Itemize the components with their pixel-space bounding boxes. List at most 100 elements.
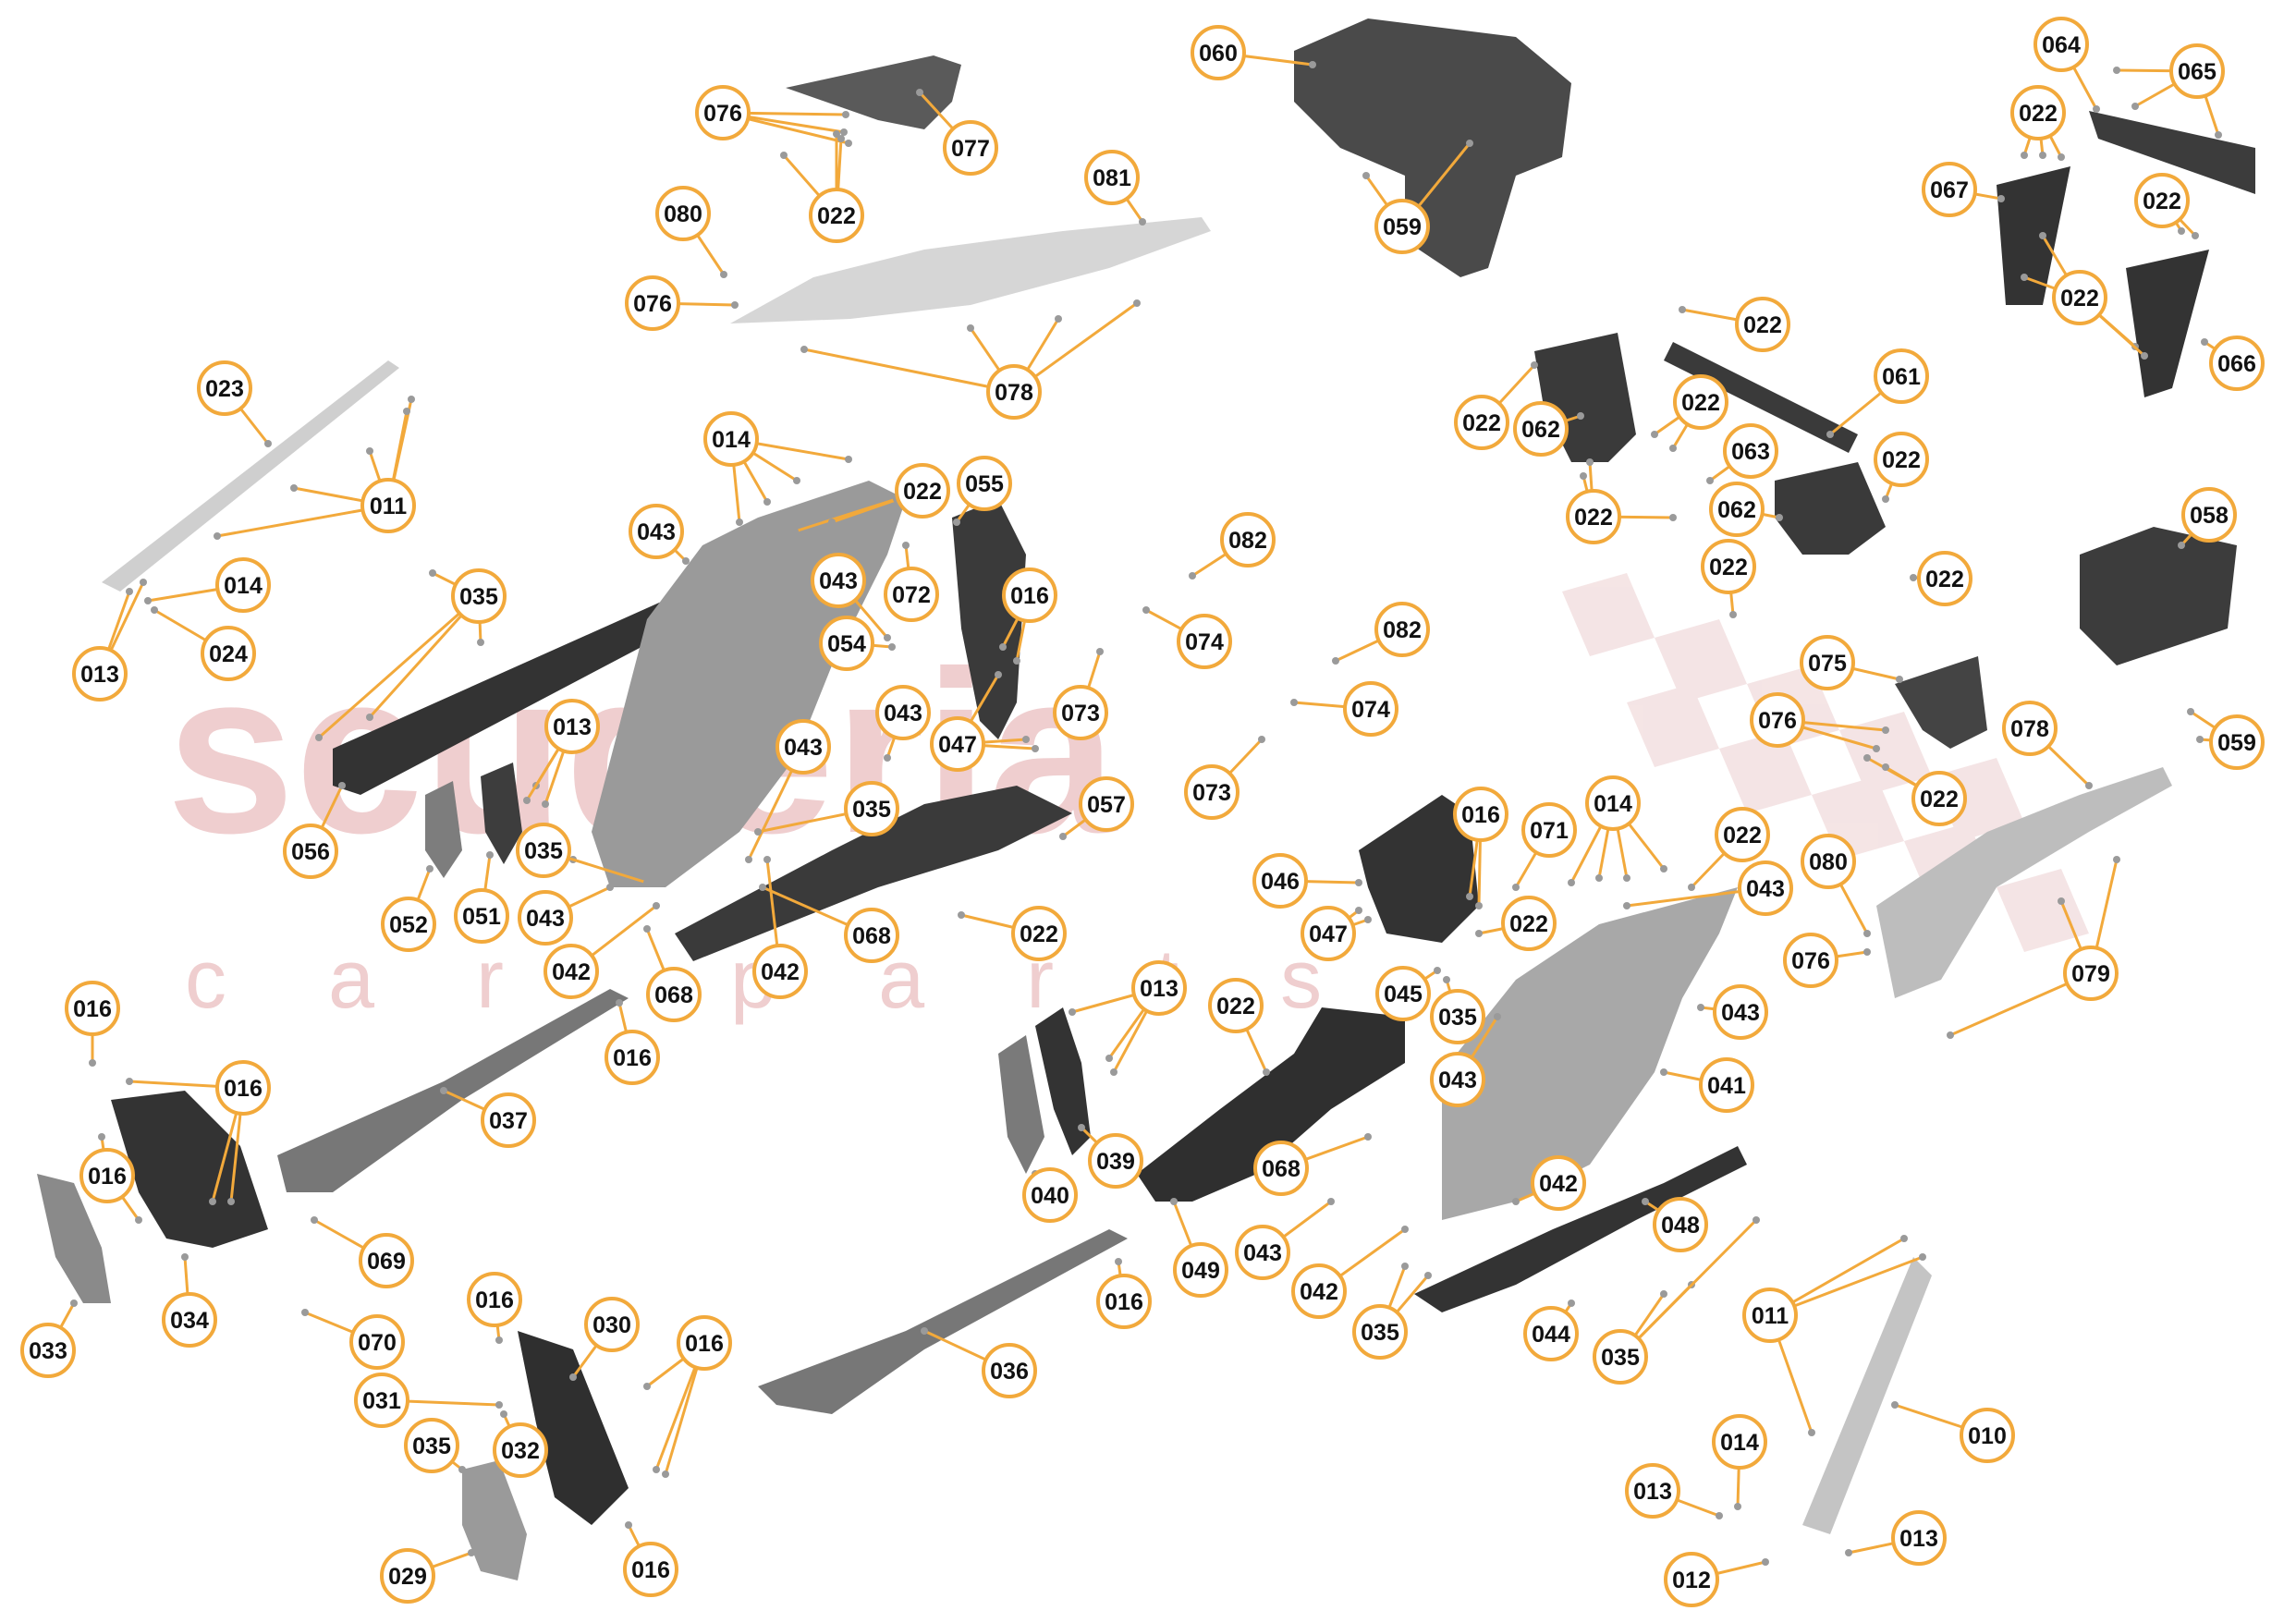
callout-016[interactable]: 016 — [605, 1030, 660, 1085]
callout-068[interactable]: 068 — [844, 908, 899, 963]
callout-069[interactable]: 069 — [359, 1233, 414, 1288]
callout-016[interactable]: 016 — [65, 981, 120, 1036]
callout-047[interactable]: 047 — [1301, 906, 1356, 961]
callout-022[interactable]: 022 — [2010, 85, 2066, 140]
callout-070[interactable]: 070 — [349, 1314, 405, 1370]
callout-022[interactable]: 022 — [1735, 297, 1790, 352]
callout-030[interactable]: 030 — [584, 1297, 640, 1352]
callout-043[interactable]: 043 — [1738, 860, 1793, 916]
callout-046[interactable]: 046 — [1252, 853, 1308, 909]
callout-022[interactable]: 022 — [1701, 539, 1756, 594]
callout-067[interactable]: 067 — [1922, 162, 1977, 217]
callout-082[interactable]: 082 — [1374, 602, 1430, 657]
callout-080[interactable]: 080 — [655, 186, 711, 241]
callout-014[interactable]: 014 — [215, 557, 271, 613]
callout-043[interactable]: 043 — [629, 504, 684, 559]
callout-074[interactable]: 074 — [1343, 681, 1398, 737]
callout-035[interactable]: 035 — [404, 1418, 459, 1473]
callout-022[interactable]: 022 — [1874, 432, 1929, 487]
callout-043[interactable]: 043 — [811, 553, 866, 608]
callout-051[interactable]: 051 — [454, 888, 509, 944]
callout-016[interactable]: 016 — [467, 1272, 522, 1327]
callout-060[interactable]: 060 — [1191, 25, 1246, 80]
callout-035[interactable]: 035 — [1430, 989, 1485, 1044]
callout-080[interactable]: 080 — [1801, 834, 1856, 889]
callout-022[interactable]: 022 — [1501, 896, 1557, 951]
callout-042[interactable]: 042 — [1531, 1155, 1586, 1211]
callout-054[interactable]: 054 — [819, 616, 874, 671]
callout-064[interactable]: 064 — [2033, 17, 2089, 72]
callout-033[interactable]: 033 — [20, 1323, 76, 1378]
callout-040[interactable]: 040 — [1022, 1167, 1078, 1223]
callout-043[interactable]: 043 — [1713, 984, 1768, 1040]
callout-076[interactable]: 076 — [1783, 933, 1838, 988]
callout-068[interactable]: 068 — [1253, 1141, 1309, 1196]
callout-043[interactable]: 043 — [1430, 1052, 1485, 1107]
callout-034[interactable]: 034 — [162, 1292, 217, 1348]
callout-075[interactable]: 075 — [1800, 635, 1855, 690]
callout-013[interactable]: 013 — [72, 646, 128, 702]
callout-035[interactable]: 035 — [1593, 1329, 1648, 1385]
callout-016[interactable]: 016 — [215, 1060, 271, 1116]
callout-048[interactable]: 048 — [1653, 1197, 1708, 1252]
callout-014[interactable]: 014 — [1712, 1414, 1767, 1470]
callout-041[interactable]: 041 — [1699, 1057, 1754, 1113]
callout-043[interactable]: 043 — [776, 719, 831, 775]
callout-062[interactable]: 062 — [1709, 482, 1765, 537]
callout-023[interactable]: 023 — [197, 360, 252, 416]
callout-035[interactable]: 035 — [516, 823, 571, 878]
callout-076[interactable]: 076 — [1750, 692, 1805, 748]
callout-022[interactable]: 022 — [2134, 173, 2190, 228]
callout-022[interactable]: 022 — [2052, 270, 2107, 325]
callout-042[interactable]: 042 — [1291, 1263, 1347, 1319]
callout-055[interactable]: 055 — [957, 456, 1012, 511]
callout-061[interactable]: 061 — [1874, 348, 1929, 404]
callout-047[interactable]: 047 — [930, 716, 985, 772]
callout-056[interactable]: 056 — [283, 824, 338, 879]
callout-076[interactable]: 076 — [625, 275, 680, 331]
callout-078[interactable]: 078 — [986, 364, 1042, 420]
callout-082[interactable]: 082 — [1220, 512, 1276, 567]
callout-016[interactable]: 016 — [79, 1148, 135, 1203]
callout-016[interactable]: 016 — [1002, 567, 1057, 623]
callout-022[interactable]: 022 — [1715, 807, 1770, 862]
callout-044[interactable]: 044 — [1523, 1306, 1579, 1361]
callout-042[interactable]: 042 — [752, 944, 808, 999]
callout-079[interactable]: 079 — [2063, 946, 2119, 1001]
callout-029[interactable]: 029 — [380, 1548, 435, 1604]
callout-022[interactable]: 022 — [1673, 374, 1728, 430]
callout-032[interactable]: 032 — [493, 1422, 548, 1478]
callout-066[interactable]: 066 — [2209, 336, 2265, 391]
callout-059[interactable]: 059 — [2209, 714, 2265, 770]
callout-043[interactable]: 043 — [875, 685, 931, 740]
callout-072[interactable]: 072 — [884, 567, 939, 622]
callout-081[interactable]: 081 — [1084, 150, 1140, 205]
callout-078[interactable]: 078 — [2002, 701, 2058, 756]
callout-073[interactable]: 073 — [1184, 764, 1240, 820]
callout-057[interactable]: 057 — [1079, 776, 1134, 832]
callout-022[interactable]: 022 — [1011, 906, 1067, 961]
callout-014[interactable]: 014 — [1585, 775, 1641, 831]
callout-014[interactable]: 014 — [703, 411, 759, 467]
callout-035[interactable]: 035 — [1352, 1304, 1408, 1360]
callout-045[interactable]: 045 — [1375, 966, 1431, 1021]
callout-035[interactable]: 035 — [451, 568, 507, 624]
callout-042[interactable]: 042 — [543, 944, 599, 999]
callout-022[interactable]: 022 — [809, 188, 864, 243]
callout-077[interactable]: 077 — [943, 120, 998, 176]
callout-022[interactable]: 022 — [1208, 978, 1264, 1033]
callout-016[interactable]: 016 — [623, 1542, 678, 1597]
callout-011[interactable]: 011 — [360, 478, 416, 533]
callout-022[interactable]: 022 — [1454, 395, 1509, 450]
callout-022[interactable]: 022 — [895, 463, 950, 519]
callout-068[interactable]: 068 — [646, 967, 702, 1022]
callout-022[interactable]: 022 — [1911, 771, 1967, 826]
callout-043[interactable]: 043 — [1235, 1225, 1290, 1280]
callout-074[interactable]: 074 — [1177, 614, 1232, 669]
callout-073[interactable]: 073 — [1053, 685, 1108, 740]
callout-031[interactable]: 031 — [354, 1373, 409, 1428]
callout-065[interactable]: 065 — [2169, 43, 2225, 99]
callout-035[interactable]: 035 — [844, 781, 899, 836]
callout-036[interactable]: 036 — [982, 1343, 1037, 1398]
callout-012[interactable]: 012 — [1664, 1552, 1719, 1607]
